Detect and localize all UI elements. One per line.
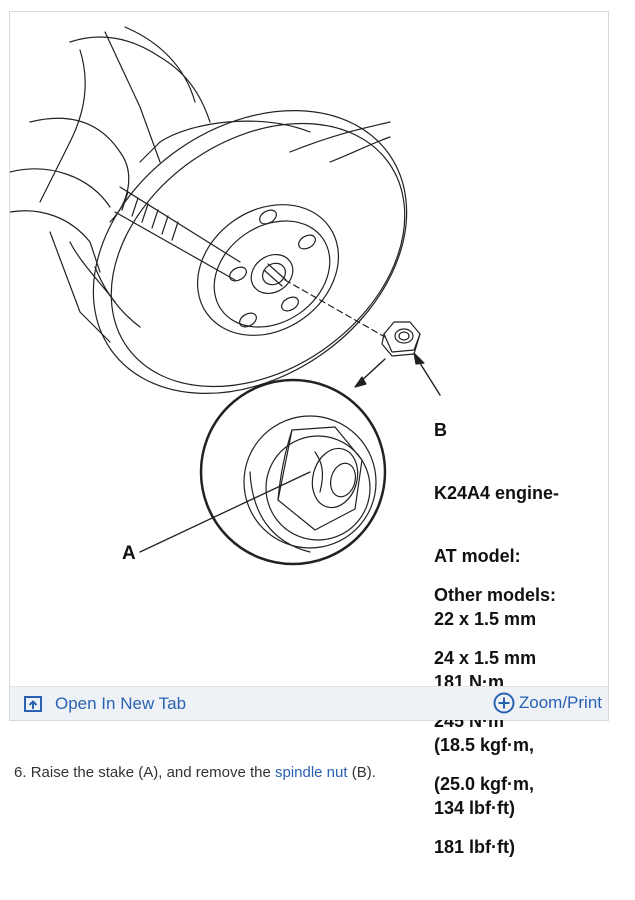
step-text: Raise the stake (A), and remove the xyxy=(30,764,271,781)
spindle-nut-illustration xyxy=(10,26,441,566)
callout-other-line: 181 lbf·ft) xyxy=(434,837,515,857)
callout-b-line: B xyxy=(434,420,447,440)
plus-circle-icon xyxy=(493,692,515,714)
zoom-print-button[interactable]: Zoom/Print xyxy=(493,692,602,714)
callout-b-line: K24A4 engine- xyxy=(434,483,560,503)
spindle-nut-link[interactable]: spindle nut xyxy=(274,764,348,781)
callout-b: B K24A4 engine- AT model: 22 x 1.5 mm 18… xyxy=(434,378,559,861)
step-number: 6. xyxy=(14,764,27,781)
open-in-new-tab-button[interactable]: Open In New Tab xyxy=(24,694,186,714)
zoom-print-label: Zoom/Print xyxy=(518,693,602,712)
callout-other-line: (25.0 kgf·m, xyxy=(434,774,535,794)
image-toolbar: Open In New Tab Zoom/Print xyxy=(10,686,608,720)
label-a: A xyxy=(122,543,136,564)
step-text-end: (B). xyxy=(351,764,376,781)
callout-b-line: (18.5 kgf·m, xyxy=(434,735,535,755)
instruction-step: 6. Raise the stake (A), and remove the s… xyxy=(14,764,376,781)
callout-other-models: Other models: 24 x 1.5 mm 245 N·m (25.0 … xyxy=(434,543,556,900)
callout-other-line: 24 x 1.5 mm xyxy=(434,648,537,668)
callout-b-line: 22 x 1.5 mm xyxy=(434,609,537,629)
open-in-new-tab-label: Open In New Tab xyxy=(55,694,187,713)
open-external-icon xyxy=(24,696,42,712)
callout-other-line: Other models: xyxy=(434,585,557,605)
figure-frame: B K24A4 engine- AT model: 22 x 1.5 mm 18… xyxy=(9,11,609,857)
callout-b-line: AT model: xyxy=(434,546,521,566)
